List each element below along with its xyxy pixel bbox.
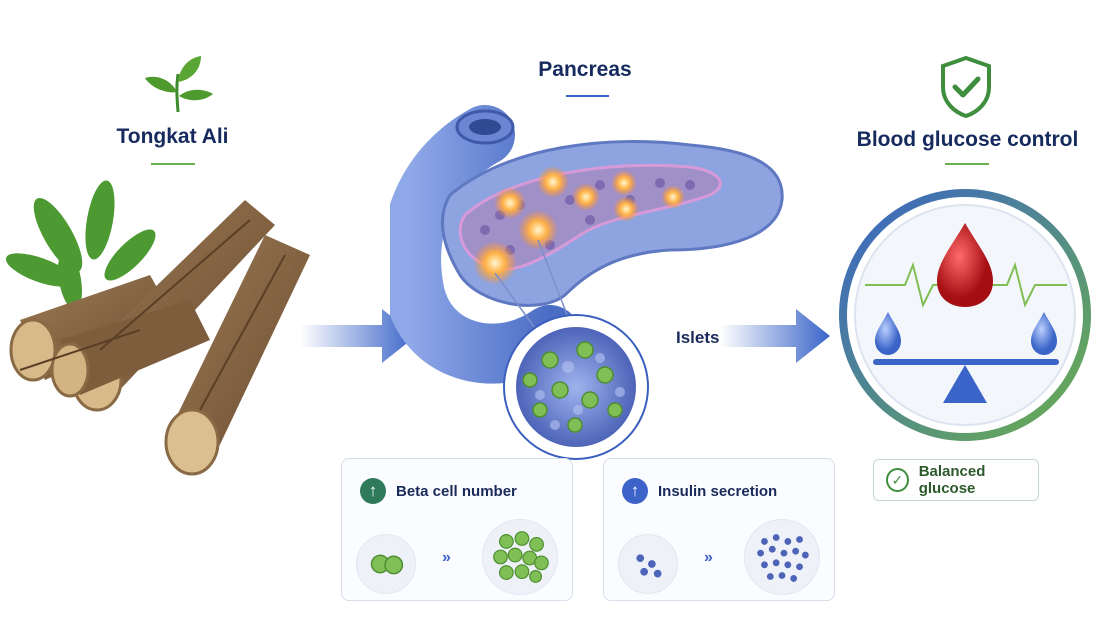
insulin-before xyxy=(618,534,678,594)
flow-arrow-2 xyxy=(720,309,830,363)
insulin-panel: ↑ Insulin secretion » xyxy=(603,458,835,601)
arrow-up-icon: ↑ xyxy=(622,478,648,504)
beta-cell-label: Beta cell number xyxy=(396,482,517,500)
herb-title: Tongkat Ali xyxy=(116,125,229,148)
chevron-right-icon: » xyxy=(704,549,713,566)
insulin-after xyxy=(744,519,820,595)
glucose-balance-illustration xyxy=(839,189,1091,441)
tongkat-ali-root-illustration xyxy=(5,180,310,476)
beta-cells-after xyxy=(482,519,558,595)
leaf-icon xyxy=(145,56,213,113)
beta-cell-panel: ↑ Beta cell number » xyxy=(341,458,573,601)
glucose-title: Blood glucose control xyxy=(856,128,1079,151)
check-circle-icon: ✓ xyxy=(886,468,909,492)
insulin-label: Insulin secretion xyxy=(658,482,778,500)
herb-underline xyxy=(151,163,195,165)
pancreas-illustration xyxy=(390,105,784,460)
chevron-right-icon: » xyxy=(442,549,451,566)
islets-label: Islets xyxy=(676,328,720,347)
beta-cells-before xyxy=(356,534,416,594)
balanced-glucose-label: Balanced glucose xyxy=(918,463,986,497)
pancreas-underline xyxy=(566,95,609,97)
shield-check-icon xyxy=(941,55,991,119)
glucose-underline xyxy=(945,163,989,165)
balanced-glucose-badge: ✓ Balanced glucose xyxy=(873,459,1039,501)
arrow-up-icon: ↑ xyxy=(360,478,386,504)
pancreas-title: Pancreas xyxy=(538,58,632,81)
flow-arrow-1 xyxy=(300,309,416,363)
